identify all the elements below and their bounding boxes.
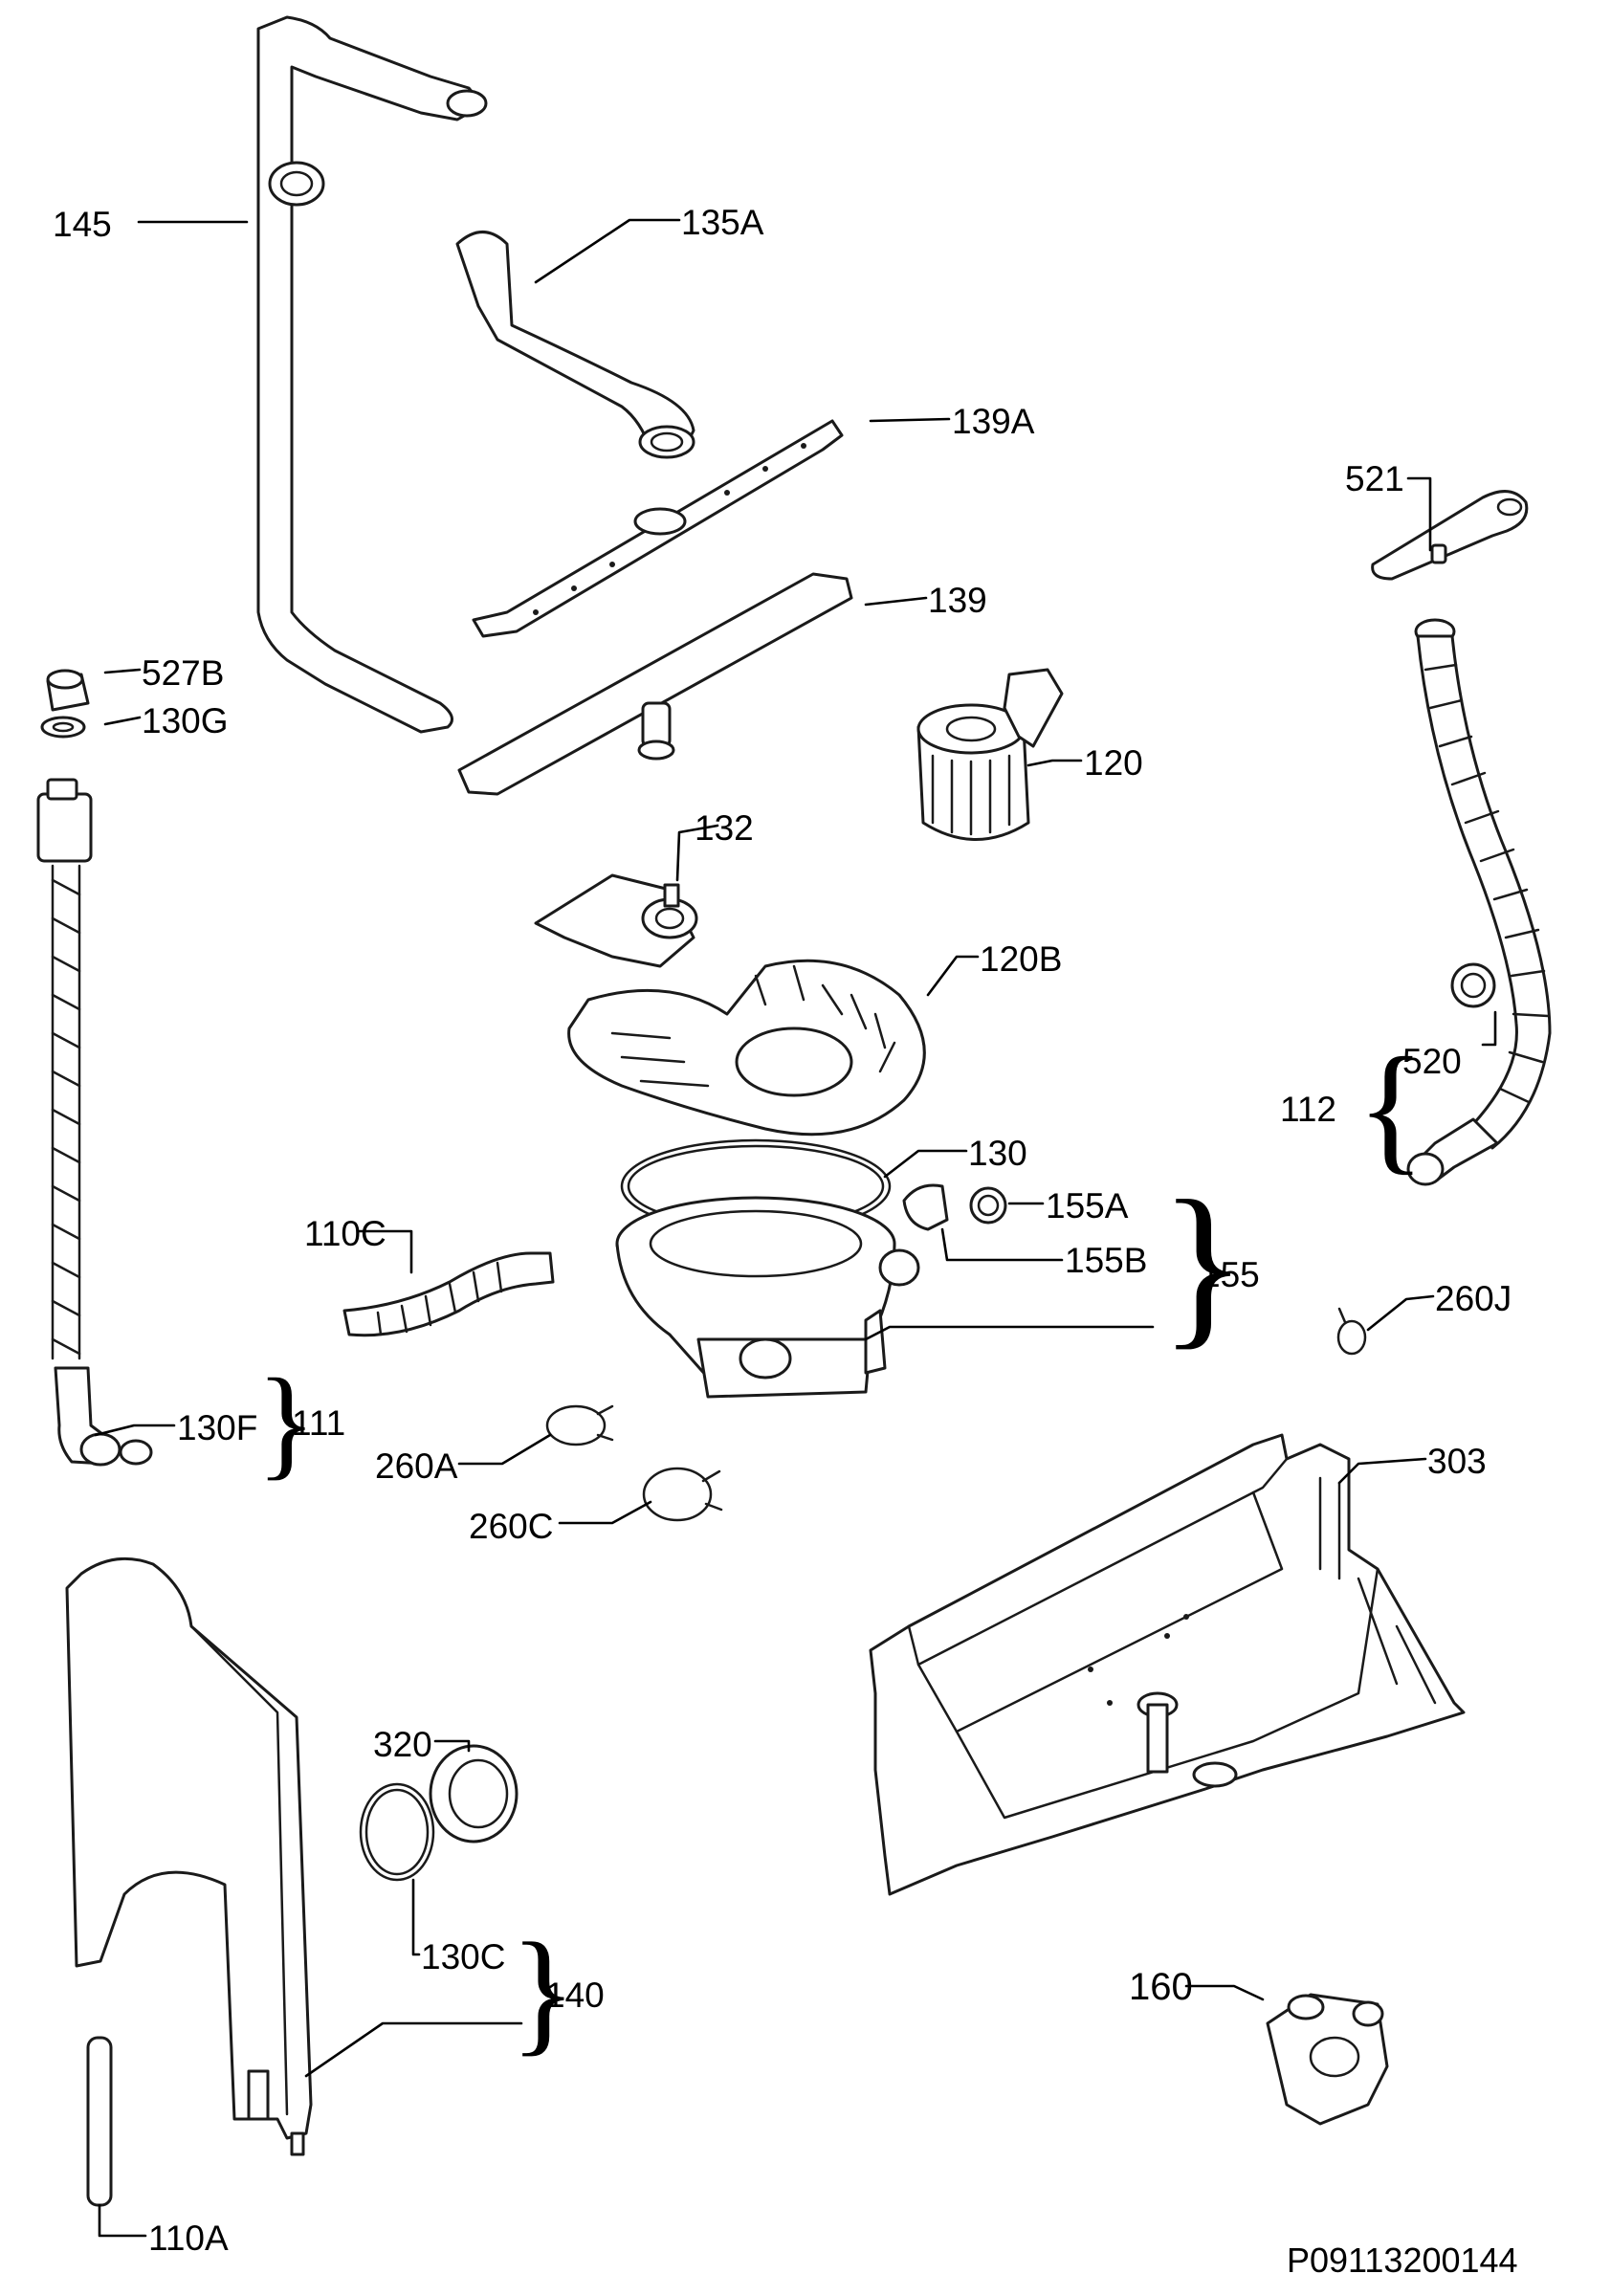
part-303-base-tray [869, 1433, 1466, 1896]
part-155B-valve-flap [902, 1183, 949, 1231]
brace-111: } [256, 1354, 316, 1491]
label-110A: 110A [148, 2219, 229, 2258]
label-112: 112 [1280, 1090, 1336, 1129]
label-145: 145 [53, 205, 112, 244]
label-260J: 260J [1435, 1279, 1512, 1318]
part-112-drain-hose [1406, 618, 1552, 1186]
part-527B-nut [46, 669, 90, 712]
part-120-filter [916, 668, 1064, 841]
brace-155: } [1159, 1164, 1247, 1365]
label-320: 320 [373, 1725, 432, 1764]
part-260A-clamp [545, 1404, 614, 1446]
part-130C-gasket [359, 1782, 435, 1882]
label-521: 521 [1345, 459, 1404, 498]
part-132-valve [534, 873, 698, 968]
label-155B: 155B [1065, 1241, 1147, 1280]
label-155A: 155A [1046, 1186, 1129, 1225]
part-155A-hose-connector [969, 1186, 1007, 1225]
part-521-tool [1371, 490, 1529, 581]
label-139A: 139A [952, 402, 1035, 441]
drawing-code: P09113200144 [1287, 2241, 1518, 2280]
part-145-supply-pipe [256, 15, 488, 734]
label-303: 303 [1427, 1442, 1487, 1481]
part-260J-clamp [1336, 1307, 1367, 1356]
label-130C: 130C [421, 1937, 505, 1976]
part-139A-upper-spray-arm [472, 419, 844, 638]
label-120B: 120B [980, 939, 1062, 979]
brace-140: } [510, 1915, 577, 2068]
part-111-supply-hose [36, 778, 153, 1467]
part-110A-tube [86, 2036, 113, 2207]
label-120: 120 [1084, 743, 1143, 783]
grouping-braces: { } } } [256, 1028, 1425, 2068]
part-110C-hose [342, 1251, 555, 1337]
part-120B-filter-plate [567, 959, 926, 1137]
label-140: 140 [545, 1976, 605, 2015]
label-160: 160 [1129, 1966, 1193, 2008]
label-155: 155 [1201, 1255, 1260, 1294]
sump-housing [615, 1196, 920, 1399]
part-520-hose-clip [1450, 962, 1496, 1008]
label-130F: 130F [177, 1408, 257, 1447]
label-130G: 130G [142, 701, 229, 740]
part-140-air-break [65, 1556, 313, 2156]
label-260A: 260A [375, 1446, 458, 1486]
part-130G-washer [40, 716, 86, 739]
label-260C: 260C [469, 1507, 553, 1546]
part-160-drain-pump [1266, 1993, 1389, 2126]
label-527B: 527B [142, 653, 224, 693]
label-139: 139 [928, 581, 987, 620]
part-135A-elbow-pipe [455, 231, 695, 459]
part-320-seal [429, 1744, 519, 1843]
label-111: 111 [292, 1403, 345, 1443]
label-130: 130 [968, 1134, 1027, 1173]
label-520: 520 [1402, 1042, 1462, 1081]
part-260C-clamp [642, 1467, 723, 1522]
label-132: 132 [695, 808, 754, 848]
leader-lines [94, 218, 1497, 2238]
label-110C: 110C [304, 1214, 386, 1253]
part-139-lower-spray-arm [457, 572, 853, 796]
part-labels: 145 135A 139A 139 521 527B 130G 120 132 … [53, 203, 1512, 2258]
label-135A: 135A [681, 203, 764, 242]
brace-112: { [1357, 1028, 1425, 1187]
